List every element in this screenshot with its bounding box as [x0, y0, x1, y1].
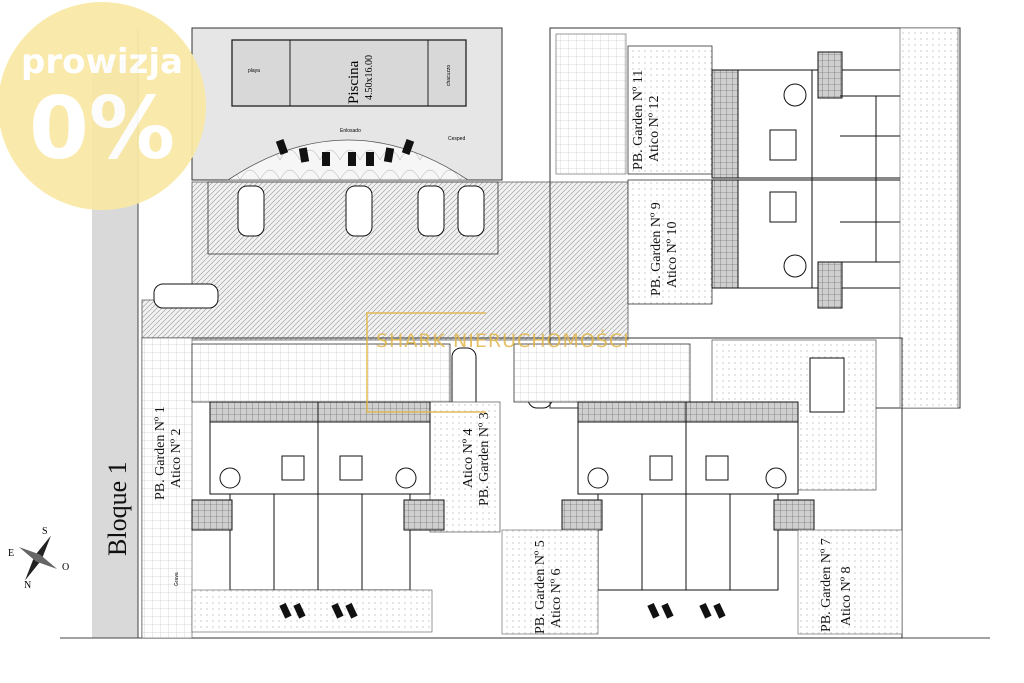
garden-5 — [501, 529, 599, 635]
garden-9 — [627, 179, 713, 305]
compass-s: S — [42, 526, 48, 537]
garden-1-patio — [191, 343, 451, 403]
badge-line1: prowizja — [21, 42, 183, 82]
pool-size: 4.50x16.00 — [364, 55, 375, 100]
compass-e: E — [8, 548, 14, 559]
garden-11 — [627, 45, 713, 175]
right-lower-building — [561, 401, 815, 591]
unit-7-pb-label: PB. Garden Nº 7 — [819, 538, 834, 632]
block-title: Bloque 1 — [103, 461, 132, 556]
zone-enlosado: Enlosado — [340, 128, 361, 134]
unit-3-pb-label: PB. Garden Nº 3 — [477, 412, 492, 506]
garden-5-patio — [513, 343, 691, 403]
lower-left-garden — [191, 589, 433, 633]
watermark-text: SHARK NIERUCHOMOŚCI — [376, 330, 630, 352]
garden-1-tiles — [141, 337, 193, 639]
watermark-frame — [366, 312, 486, 413]
lower-right-loungers — [647, 602, 726, 619]
unit-1-pb-label: PB. Garden Nº 1 — [153, 406, 168, 500]
table-7 — [809, 357, 845, 413]
unit-9-atico-label: Atico Nº 10 — [665, 221, 680, 288]
left-building — [191, 401, 445, 591]
unit-1-atico-label: Atico Nº 2 — [169, 428, 184, 488]
right-building — [711, 51, 913, 309]
badge-line2: 0% — [28, 79, 175, 179]
sun-loungers — [275, 139, 415, 166]
zone-cesped: Cesped — [448, 136, 465, 142]
pool-left-label: playa — [248, 68, 260, 74]
garden-7 — [797, 529, 903, 635]
unit-11-atico-label: Atico Nº 12 — [647, 95, 662, 162]
pool-name: Piscina — [346, 60, 362, 104]
pool-right-label: chacuzzo — [446, 65, 452, 86]
compass-o: O — [62, 562, 69, 573]
right-garden-strip — [899, 27, 959, 409]
compass-n: N — [24, 580, 31, 591]
right-tiles — [555, 33, 627, 175]
unit-9-pb-label: PB. Garden Nº 9 — [649, 202, 664, 296]
zone-grava: Grava — [174, 572, 180, 586]
unit-3-atico-label: Atico Nº 4 — [461, 428, 476, 488]
lower-left-loungers — [279, 602, 358, 619]
unit-7-atico-label: Atico Nº 8 — [839, 566, 854, 626]
unit-11-pb-label: PB. Garden Nº 11 — [631, 70, 646, 170]
unit-5-pb-label: PB. Garden Nº 5 — [533, 540, 548, 634]
pool — [231, 39, 467, 107]
commission-badge: prowizja 0% — [0, 2, 206, 210]
unit-5-atico-label: Atico Nº 6 — [549, 568, 564, 628]
compass: S N E O — [8, 526, 69, 591]
